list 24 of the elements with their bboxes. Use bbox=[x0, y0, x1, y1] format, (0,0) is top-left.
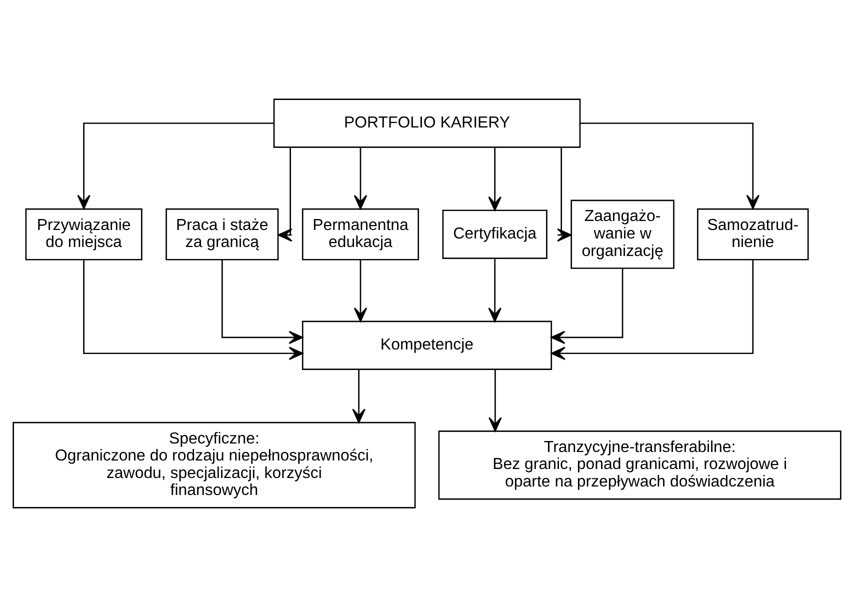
node-box: Zaangażo- wanie w organizację bbox=[570, 199, 674, 268]
arrow bbox=[580, 122, 760, 209]
arrow bbox=[352, 369, 366, 423]
arrow bbox=[488, 258, 502, 322]
arrow bbox=[550, 268, 624, 344]
node-box: Certyfikacja bbox=[442, 209, 548, 258]
node-box: Permanentna edukacja bbox=[302, 208, 420, 260]
arrow bbox=[556, 147, 572, 242]
node-box: Tranzycyjne-transferabilne: Bez granic, ponad granicami, rozwojowe i oparte na przepływach doświadczenia bbox=[438, 430, 842, 500]
arrow bbox=[488, 369, 502, 432]
arrow bbox=[83, 260, 304, 360]
arrow bbox=[278, 147, 292, 242]
node-box: Przywiązanie do miejsca bbox=[25, 208, 142, 260]
arrow bbox=[222, 259, 304, 344]
node-box: Kompetencje bbox=[302, 320, 552, 370]
node-box: Praca i staże za granicą bbox=[166, 208, 279, 260]
arrow bbox=[77, 122, 274, 209]
node-box: Samozatrud- nienie bbox=[697, 208, 809, 260]
arrow bbox=[354, 260, 368, 322]
arrow bbox=[354, 146, 368, 209]
node-box: PORTFOLIO KARIERY bbox=[273, 98, 581, 148]
arrow bbox=[488, 146, 502, 210]
arrow bbox=[550, 260, 754, 360]
node-box: Specyficzne: Ograniczone do rodzaju niepełnosprawności, zawodu, specjalizacji, korzyści finansowych bbox=[12, 421, 416, 508]
